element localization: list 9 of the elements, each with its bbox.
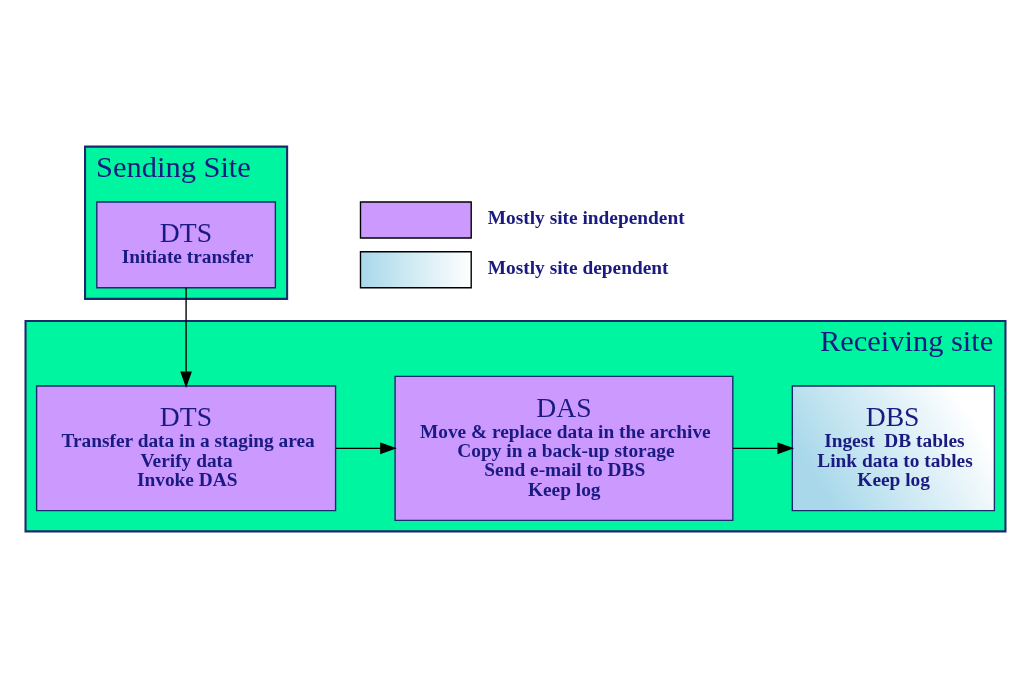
node-box: DAS Move & replace data in the archive Copy in a back-up storage Send e-mail to DBS Keep log [394,375,734,521]
arrow [180,287,192,389]
legend-label: Mostly site dependent [487,256,669,278]
arrow [732,442,795,455]
node-box: DTS Initiate transfer [96,201,277,289]
node-box: DBS Ingest DB tables Link data to tables Keep log [791,385,996,512]
node-box: DTS Transfer data in a staging area Verify data Invoke DAS [35,385,337,512]
arrow [335,442,397,455]
legend-label: Mostly site independent [487,206,685,228]
